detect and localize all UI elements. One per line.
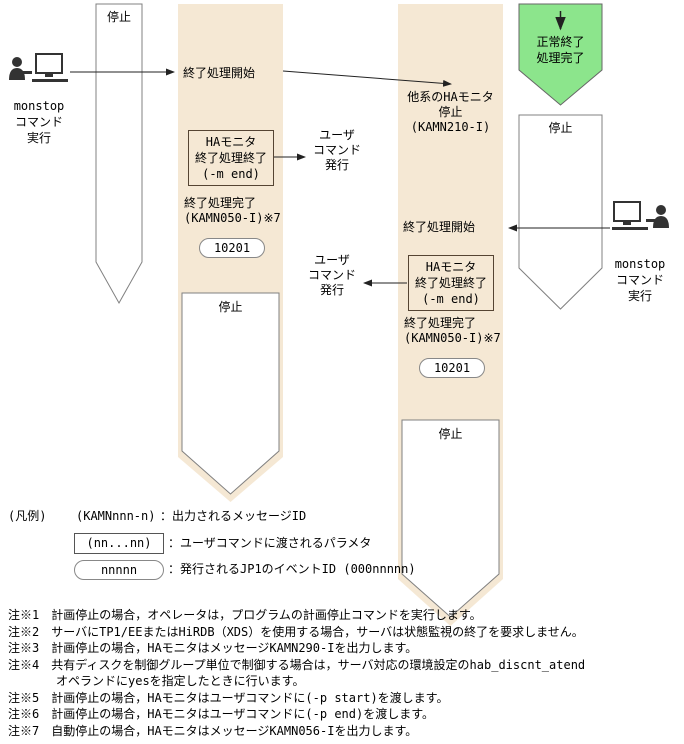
lane2-user-command-box: HAモニタ 終了処理終了 (-m end) bbox=[188, 130, 274, 186]
lane2-start-label: 終了処理開始 bbox=[183, 66, 256, 80]
footnotes: 注※1 計画停止の場合，オペレータは，プログラムの計画停止コマンドを実行します。… bbox=[8, 607, 585, 739]
footnote-5: 注※5 計画停止の場合，HAモニタはユーザコマンドに(-p start)を渡しま… bbox=[8, 690, 449, 705]
left-actor-line1: monstop bbox=[13, 99, 65, 113]
footnote-1: 注※1 計画停止の場合，オペレータは，プログラムの計画停止コマンドを実行します。 bbox=[8, 608, 482, 622]
legend-parameter-desc: ：ユーザコマンドに渡されるパラメタ bbox=[168, 536, 372, 550]
arrow-lane2-to-lane3 bbox=[282, 70, 452, 87]
footnote-2: 注※2 サーバにTP1/EEまたはHiRDB（XDS）を使用する場合，サーバは状… bbox=[8, 624, 584, 639]
lane3-other-line1: 他系のHAモニタ bbox=[407, 90, 494, 104]
lane3-start-label: 終了処理開始 bbox=[403, 220, 476, 234]
normal-end-pentagon bbox=[518, 3, 603, 106]
right-actor-line3: 実行 bbox=[627, 289, 652, 303]
user-command2-line2: コマンド bbox=[307, 268, 356, 282]
user-command1-line3: 発行 bbox=[324, 158, 349, 172]
lane3-event-id-badge: 10201 bbox=[419, 358, 485, 378]
left-actor-line3: 実行 bbox=[26, 131, 51, 145]
user-command-label-2: ユーザ コマンド 発行 bbox=[303, 253, 361, 298]
footnote-4-continued: オペランドにyesを指定したときに行います。 bbox=[56, 674, 305, 688]
lane3-box-line1: HAモニタ bbox=[425, 260, 477, 274]
lane4-stop-label: 停止 bbox=[548, 121, 573, 135]
lane3-stop-pennant bbox=[401, 419, 500, 618]
lane2-box-line1: HAモニタ bbox=[205, 135, 257, 149]
lane2-complete-line2: (KAMN050-I)※7 bbox=[184, 211, 281, 225]
lane3-user-command-box: HAモニタ 終了処理終了 (-m end) bbox=[408, 255, 494, 311]
user-command2-line1: ユーザ bbox=[314, 253, 350, 267]
lane3-box-line2: 終了処理終了 bbox=[414, 276, 487, 290]
legend-title: (凡例) bbox=[8, 509, 47, 523]
lane3-complete-line1: 終了処理完了 bbox=[404, 316, 477, 330]
footnote-3: 注※3 計画停止の場合，HAモニタはメッセージKAMN290-Iを出力します。 bbox=[8, 641, 418, 655]
lane2-complete-line1: 終了処理完了 bbox=[184, 196, 257, 210]
footnote-6: 注※6 計画停止の場合，HAモニタはユーザコマンドに(-p end)を渡します。 bbox=[8, 707, 435, 721]
operator-terminal-icon-right bbox=[612, 201, 669, 230]
legend-message-id-desc: ：出力されるメッセージID bbox=[160, 509, 307, 523]
legend-message-id-sample: (KAMNnnn-n) bbox=[76, 509, 156, 523]
user-command2-line3: 発行 bbox=[319, 283, 344, 297]
right-actor-line1: monstop bbox=[614, 257, 666, 271]
lane2-stop-pennant bbox=[181, 292, 280, 495]
lane1-stop-label: 停止 bbox=[106, 10, 131, 24]
user-command1-line2: コマンド bbox=[312, 143, 361, 157]
lane2-box-line3: (-m end) bbox=[202, 167, 260, 181]
operator-terminal-icon-left bbox=[9, 53, 68, 82]
left-actor-line2: コマンド bbox=[14, 115, 63, 129]
footnote-7: 注※7 自動停止の場合，HAモニタはメッセージKAMN056-Iを出力します。 bbox=[8, 723, 418, 738]
lane2-stop-label: 停止 bbox=[218, 300, 243, 314]
lane3-complete-label: 終了処理完了 (KAMN050-I)※7 bbox=[404, 316, 501, 346]
lane3-other-system-label: 他系のHAモニタ 停止 (KAMN210-I) bbox=[398, 90, 503, 135]
lane3-other-line2: 停止 bbox=[438, 105, 463, 119]
lane2-box-line2: 終了処理終了 bbox=[194, 151, 267, 165]
lane3-complete-line2: (KAMN050-I)※7 bbox=[404, 331, 501, 345]
right-actor-line2: コマンド bbox=[615, 273, 664, 287]
user-command1-line1: ユーザ bbox=[319, 128, 355, 142]
lane3-box-line3: (-m end) bbox=[422, 292, 480, 306]
right-actor-caption: monstop コマンド 実行 bbox=[600, 256, 680, 304]
normal-end-line1: 正常終了 bbox=[536, 35, 585, 49]
legend-event-id-desc: ：発行されるJP1のイベントID (000nnnnn) bbox=[168, 562, 416, 576]
lane3-stop-label: 停止 bbox=[438, 427, 463, 441]
lane1-stop-pennant bbox=[95, 3, 143, 305]
left-actor-caption: monstop コマンド 実行 bbox=[2, 98, 76, 146]
lane2-event-id-badge: 10201 bbox=[199, 238, 265, 258]
footnote-4: 注※4 共有ディスクを制御グループ単位で制御する場合は，サーバ対応の環境設定のh… bbox=[8, 657, 586, 672]
lane4-stop-pennant bbox=[518, 114, 603, 310]
legend-parameter-sample: (nn...nn) bbox=[74, 533, 164, 554]
normal-end-label: 正常終了 処理完了 bbox=[519, 34, 602, 66]
normal-end-line2: 処理完了 bbox=[536, 51, 585, 65]
lane2-complete-label: 終了処理完了 (KAMN050-I)※7 bbox=[184, 196, 281, 226]
lane3-other-line3: (KAMN210-I) bbox=[410, 120, 491, 134]
user-command-label-1: ユーザ コマンド 発行 bbox=[308, 128, 366, 173]
legend-event-id-sample: nnnnn bbox=[74, 560, 164, 580]
